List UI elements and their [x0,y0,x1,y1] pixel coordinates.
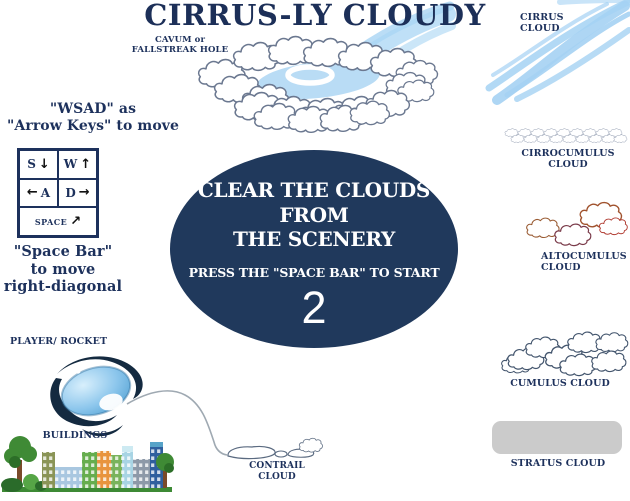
cavum-label: CAVUM or FALLSTREAK HOLE [131,35,229,56]
key-a: ← A [19,178,58,208]
contrail-cloud-label: CONTRAIL CLOUD [249,461,305,482]
altocumulus-cloud-illustration [526,201,628,247]
arrow-diagonal-icon: ↗ [70,214,82,230]
stratus-cloud-illustration [492,421,622,454]
legend-altocumulus-label: ALTOCUMULUS CLOUD [541,251,627,274]
tree-right [156,453,174,488]
buildings-label: BUILDINGS [42,430,108,441]
player-rocket-illustration [50,356,143,437]
legend-cirrus-label: CIRRUS CLOUD [520,12,564,35]
start-dialog: CLEAR THE CLOUDS FROM THE SCENERY PRESS … [170,150,458,348]
cirrus-cloud-illustration [485,0,630,105]
cavum-hole-ring [285,64,335,86]
arrow-down-icon: ↓ [38,156,50,172]
cirrocumulus-cloud-illustration [504,128,628,143]
key-s-label: S [27,157,36,172]
contrail-cloud-illustration [227,437,323,460]
building-row [42,442,163,488]
cumulus-cloud-illustration [501,331,629,377]
key-space-label: SPACE [34,216,68,227]
key-d-label: D [65,185,76,200]
game-title: CIRRUS-LY CLOUDY [144,0,486,32]
wsad-instructions-heading: "WSAD" as "Arrow Keys" to move [7,101,179,134]
countdown-number: 2 [301,281,327,333]
arrow-left-icon: ← [26,185,38,201]
key-s: S ↓ [19,150,58,179]
spacebar-note: "Space Bar" to move right-diagonal [3,243,123,296]
rocket-trail [126,390,228,456]
key-w: W ↑ [58,150,97,179]
buildings-illustration [1,436,174,492]
key-a-label: A [40,185,51,200]
cavum-cloud-illustration [197,1,456,134]
dialog-heading: CLEAR THE CLOUDS FROM THE SCENERY [197,178,431,252]
legend-cirrocumulus-label: CIRROCUMULUS CLOUD [521,148,615,171]
tree-left [4,436,37,487]
dialog-start-prompt: PRESS THE "SPACE BAR" TO START [188,264,440,280]
arrow-right-icon: → [78,185,90,201]
key-diagram: S ↓ W ↑ ← A D → SPACE ↗ [17,148,99,238]
arrow-up-icon: ↑ [80,156,92,172]
key-w-label: W [63,157,78,172]
key-d: D → [58,178,97,208]
legend-stratus-label: STRATUS CLOUD [510,458,606,469]
key-space: SPACE ↗ [19,207,97,236]
player-rocket-label: PLAYER/ ROCKET [10,336,108,347]
legend-cumulus-label: CUMULUS CLOUD [510,378,610,389]
